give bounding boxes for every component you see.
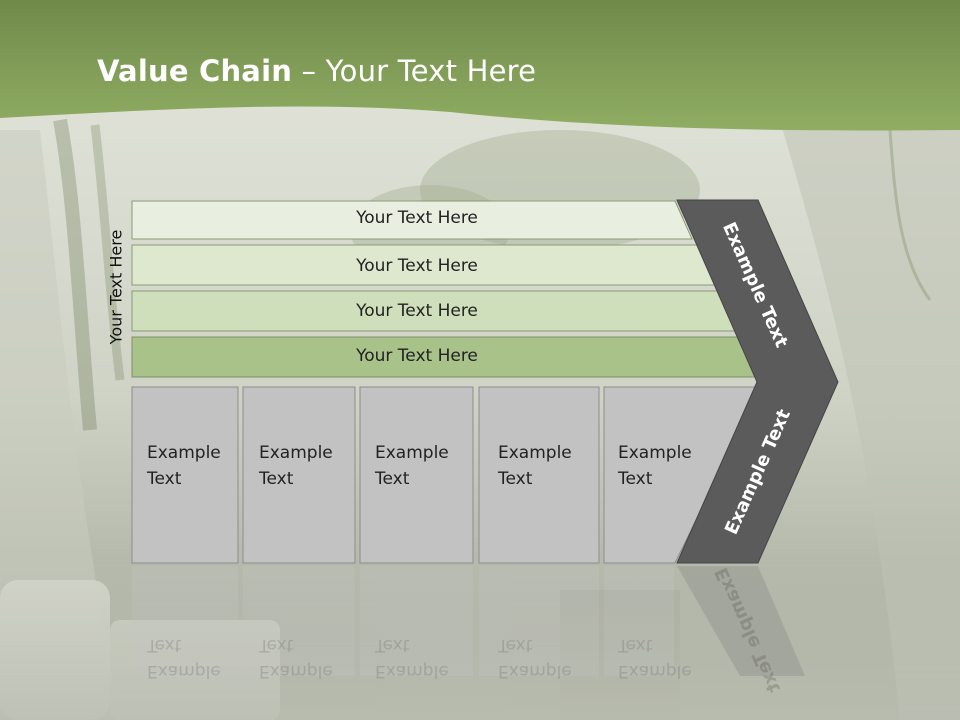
band-3-label: Your Text Here bbox=[356, 301, 478, 321]
header-band bbox=[0, 0, 960, 131]
box-3 bbox=[359, 386, 474, 564]
background-scenery bbox=[0, 118, 960, 720]
band-1-label: Your Text Here bbox=[356, 208, 478, 228]
chevron-shape bbox=[676, 199, 839, 564]
box-5-reflection: Example Text bbox=[618, 635, 692, 681]
box-5 bbox=[603, 386, 762, 564]
box-2 bbox=[242, 386, 356, 564]
box-4-label: Example Text bbox=[498, 443, 572, 489]
slide-title: Value Chain – Your Text Here bbox=[97, 54, 536, 88]
box-5-label: Example Text bbox=[618, 443, 692, 489]
box-1 bbox=[131, 386, 239, 564]
box-2-reflection: Example Text bbox=[259, 635, 333, 681]
boxes-reflection bbox=[132, 566, 805, 676]
side-label: Your Text Here bbox=[106, 229, 126, 345]
box-2-label: Example Text bbox=[259, 443, 333, 489]
box-4-reflection: Example Text bbox=[498, 635, 572, 681]
box-3-label: Example Text bbox=[375, 443, 449, 489]
box-4 bbox=[478, 386, 600, 564]
band-2-label: Your Text Here bbox=[356, 256, 478, 276]
slide-title-bold: Value Chain bbox=[97, 54, 293, 88]
box-3-reflection: Example Text bbox=[375, 635, 449, 681]
band-1 bbox=[131, 200, 693, 240]
slide-title-rest: – Your Text Here bbox=[292, 54, 537, 88]
box-1-label: Example Text bbox=[147, 443, 221, 489]
band-4-label: Your Text Here bbox=[356, 346, 478, 366]
box-1-reflection: Example Text bbox=[147, 635, 221, 681]
